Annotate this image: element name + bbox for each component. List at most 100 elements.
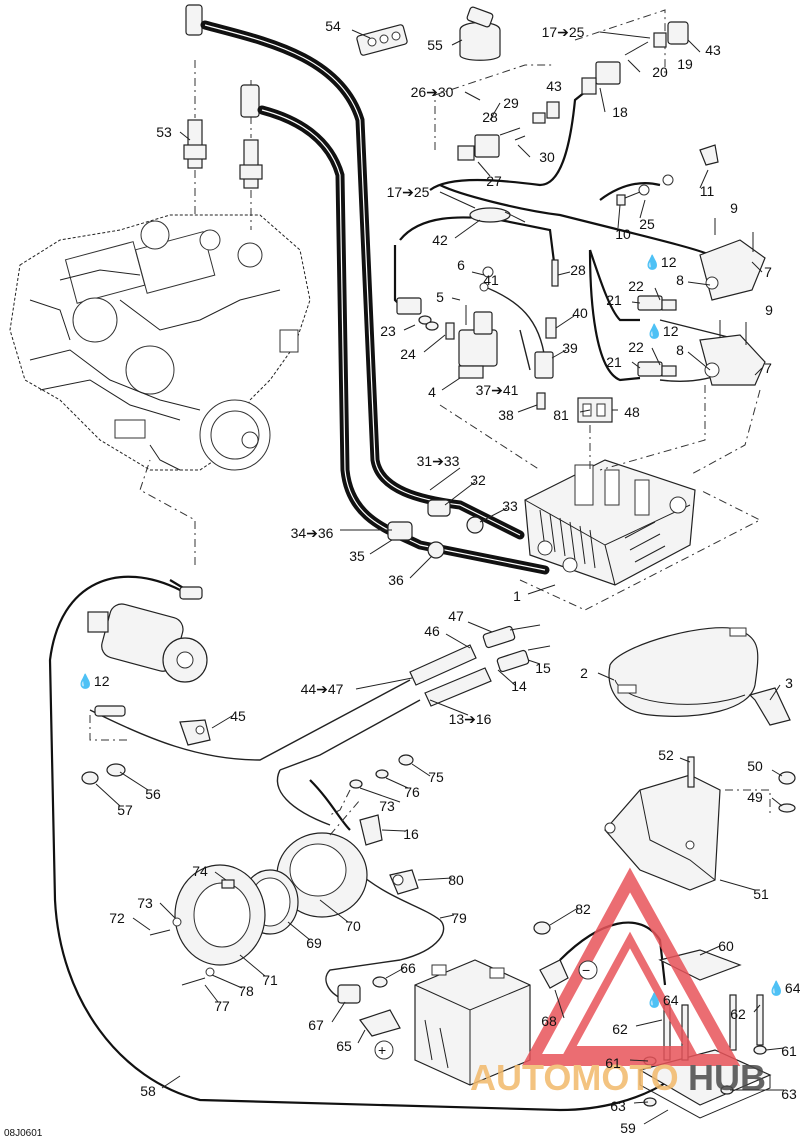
callout-label: 11 (700, 183, 715, 199)
callout-label: 26➔30 (411, 84, 454, 100)
callout-label: 51 (753, 886, 769, 902)
callout-label: 17➔25 (542, 24, 585, 40)
callout-label: 72 (109, 910, 125, 926)
callout-label: 62 (612, 1021, 628, 1037)
callout-label: 15 (535, 660, 551, 676)
callout-label: 70 (345, 918, 361, 934)
callout-label: 17➔25 (387, 184, 430, 200)
callout-label: 44➔47 (301, 681, 344, 697)
small-parts-middle (396, 207, 613, 423)
stator-assembly (149, 799, 368, 986)
callout-label: 💧12 (643, 254, 676, 271)
callout-label: 💧12 (645, 323, 678, 340)
reference-code: 08J0601 (4, 1128, 43, 1139)
callout-label: 71 (262, 972, 278, 988)
callout-label: 77 (214, 998, 230, 1014)
callout-label: 19 (677, 56, 693, 72)
callout-label: 36 (388, 572, 404, 588)
callout-label: 73 (137, 895, 153, 911)
callout-label: 5 (436, 289, 444, 305)
callout-label: 57 (117, 802, 133, 818)
callout-label: 63 (610, 1098, 626, 1114)
callout-label: 66 (400, 960, 416, 976)
callout-label: 43 (705, 42, 721, 58)
callout-label: 24 (400, 346, 416, 362)
callout-label: 28 (570, 262, 586, 278)
callout-label: 30 (539, 149, 555, 165)
callout-label: 3 (785, 675, 793, 691)
starter-motor (81, 603, 211, 785)
small-hardware (309, 754, 445, 1004)
callout-label: 8 (676, 272, 684, 288)
callout-label: 1 (513, 588, 521, 604)
callout-label: 33 (502, 498, 518, 514)
callout-label: 52 (658, 747, 674, 763)
callout-label: 45 (230, 708, 246, 724)
watermark: AUTOMOTO HUB (470, 867, 766, 1098)
callout-label: 79 (451, 910, 467, 926)
callout-label: 65 (336, 1038, 352, 1054)
minus-symbol-ring (578, 960, 598, 980)
callout-label: 16 (403, 826, 419, 842)
callout-label: 9 (765, 302, 773, 318)
leader-lines (95, 29, 785, 1125)
callout-label: 50 (747, 758, 763, 774)
spark-plugs (183, 60, 263, 230)
callout-label: 60 (718, 938, 734, 954)
small-parts-upper (356, 6, 719, 206)
callout-label: 47 (448, 608, 464, 624)
callout-label: 81 (553, 407, 569, 423)
callout-label: 21 (606, 292, 622, 308)
callout-label: 46 (424, 623, 440, 639)
callout-label: 40 (572, 305, 588, 321)
callout-label: 💧64 (645, 992, 678, 1009)
ecu-box (439, 404, 762, 611)
callout-label: 43 (546, 78, 562, 94)
callout-label: 29 (503, 95, 519, 111)
callout-label: 31➔33 (417, 453, 460, 469)
callout-label: 35 (349, 548, 365, 564)
callout-label: 28 (482, 109, 498, 125)
minus-symbol: − (582, 962, 590, 978)
callout-label: 69 (306, 935, 322, 951)
engine-illustration (9, 214, 311, 471)
callout-label: 18 (612, 104, 628, 120)
callout-label: 💧12 (76, 673, 109, 690)
callout-label: 23 (380, 323, 396, 339)
callout-label: 9 (730, 200, 738, 216)
callout-label: 73 (379, 798, 395, 814)
callout-label: 62 (730, 1006, 746, 1022)
callout-label: 22 (628, 278, 644, 294)
callout-label: 💧64 (767, 980, 800, 997)
callout-label: 61 (605, 1055, 621, 1071)
callout-label: 22 (628, 339, 644, 355)
callout-label: 20 (652, 64, 668, 80)
callout-label: 78 (238, 983, 254, 999)
plus-symbol: + (378, 1042, 386, 1058)
callout-label: 59 (620, 1120, 636, 1136)
callout-label: 38 (498, 407, 514, 423)
callout-label: 6 (457, 257, 465, 273)
connectors-right (599, 218, 766, 476)
throttle-cables (89, 624, 551, 826)
callout-label: 53 (156, 124, 172, 140)
callout-label: 7 (764, 264, 772, 280)
callout-label: 4 (428, 384, 436, 400)
callout-label: 58 (140, 1083, 156, 1099)
callout-label: 56 (145, 786, 161, 802)
callout-label: 25 (639, 216, 655, 232)
callout-label: 54 (325, 18, 341, 34)
callout-label: 76 (404, 784, 420, 800)
callout-label: 27 (486, 173, 502, 189)
callout-label: 42 (432, 232, 448, 248)
mounting-bracket (604, 756, 796, 891)
callout-label: 39 (562, 340, 578, 356)
callout-label: 34➔36 (291, 525, 334, 541)
watermark-text-2: HUB (688, 1057, 766, 1098)
callout-label: 48 (624, 404, 640, 420)
callout-label: 82 (575, 901, 591, 917)
callout-label: 49 (747, 789, 763, 805)
callout-label: 2 (580, 665, 588, 681)
